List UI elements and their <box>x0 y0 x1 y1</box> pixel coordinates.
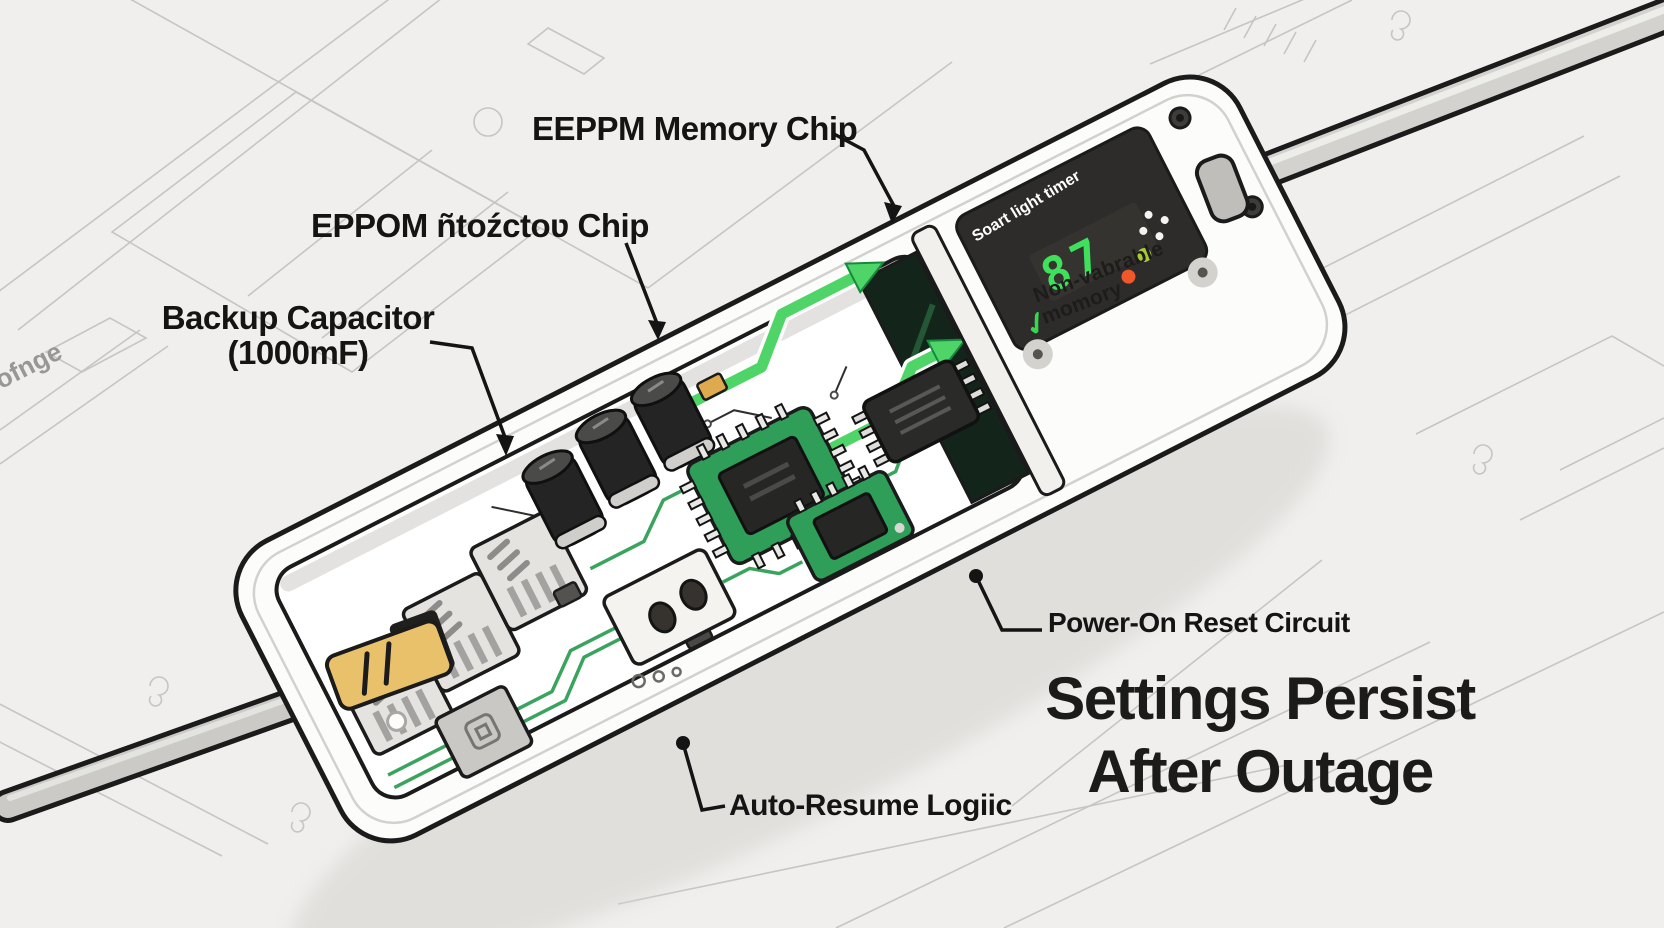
doodle-curl-icon <box>148 676 169 707</box>
label-eppom-chip: EPPOM ñtoźctoʋ Chip <box>311 207 649 244</box>
display-hood <box>911 224 1066 497</box>
label-auto-resume: Auto-Resume Logiic <box>729 789 1012 822</box>
input-connector <box>434 685 534 779</box>
smd-component-tan <box>696 372 728 401</box>
capacitor-cylinder <box>521 371 716 550</box>
auto-resume-relay <box>602 548 737 689</box>
label-backup-capacitor-line1: Backup Capacitor <box>161 299 435 336</box>
smd-component-dark <box>552 581 583 608</box>
panel-button <box>1022 257 1218 370</box>
cable-collar <box>1194 153 1250 224</box>
label-backup-capacitor: Backup Capacitor (1000mF) <box>148 299 448 371</box>
headline-line1: Settings Persist <box>1045 665 1476 732</box>
leader-arrowhead <box>884 202 902 224</box>
headline: Settings Persist After Outage <box>1000 662 1520 808</box>
label-power-on-reset: Power-On Reset Circuit <box>1048 607 1350 638</box>
device-shadow <box>290 405 1330 928</box>
doodle-curl-icon <box>290 802 311 833</box>
power-cable-right <box>1198 0 1664 208</box>
reset-circuit-chip <box>850 357 993 468</box>
leader-lines <box>429 132 1042 812</box>
label-eeppm-memory-chip: EEPPM Memory Chip <box>532 110 858 147</box>
power-plug <box>324 610 455 711</box>
label-backup-capacitor-line2: (1000mF) <box>227 333 369 371</box>
led-white <box>386 710 408 732</box>
headline-line2: After Outage <box>1087 738 1434 806</box>
leader-arrowhead <box>648 320 666 340</box>
button-dots-icon <box>1139 210 1169 241</box>
doodle-curl-icon <box>1390 10 1411 41</box>
leader-arrowhead <box>496 434 514 456</box>
doodle-curl-icon <box>1472 444 1493 475</box>
status-led-orange <box>1121 269 1136 284</box>
status-led-green <box>1137 248 1152 263</box>
timer-device: Soart light timer 87 ✓ <box>233 74 1348 844</box>
logic-chip <box>786 464 915 583</box>
